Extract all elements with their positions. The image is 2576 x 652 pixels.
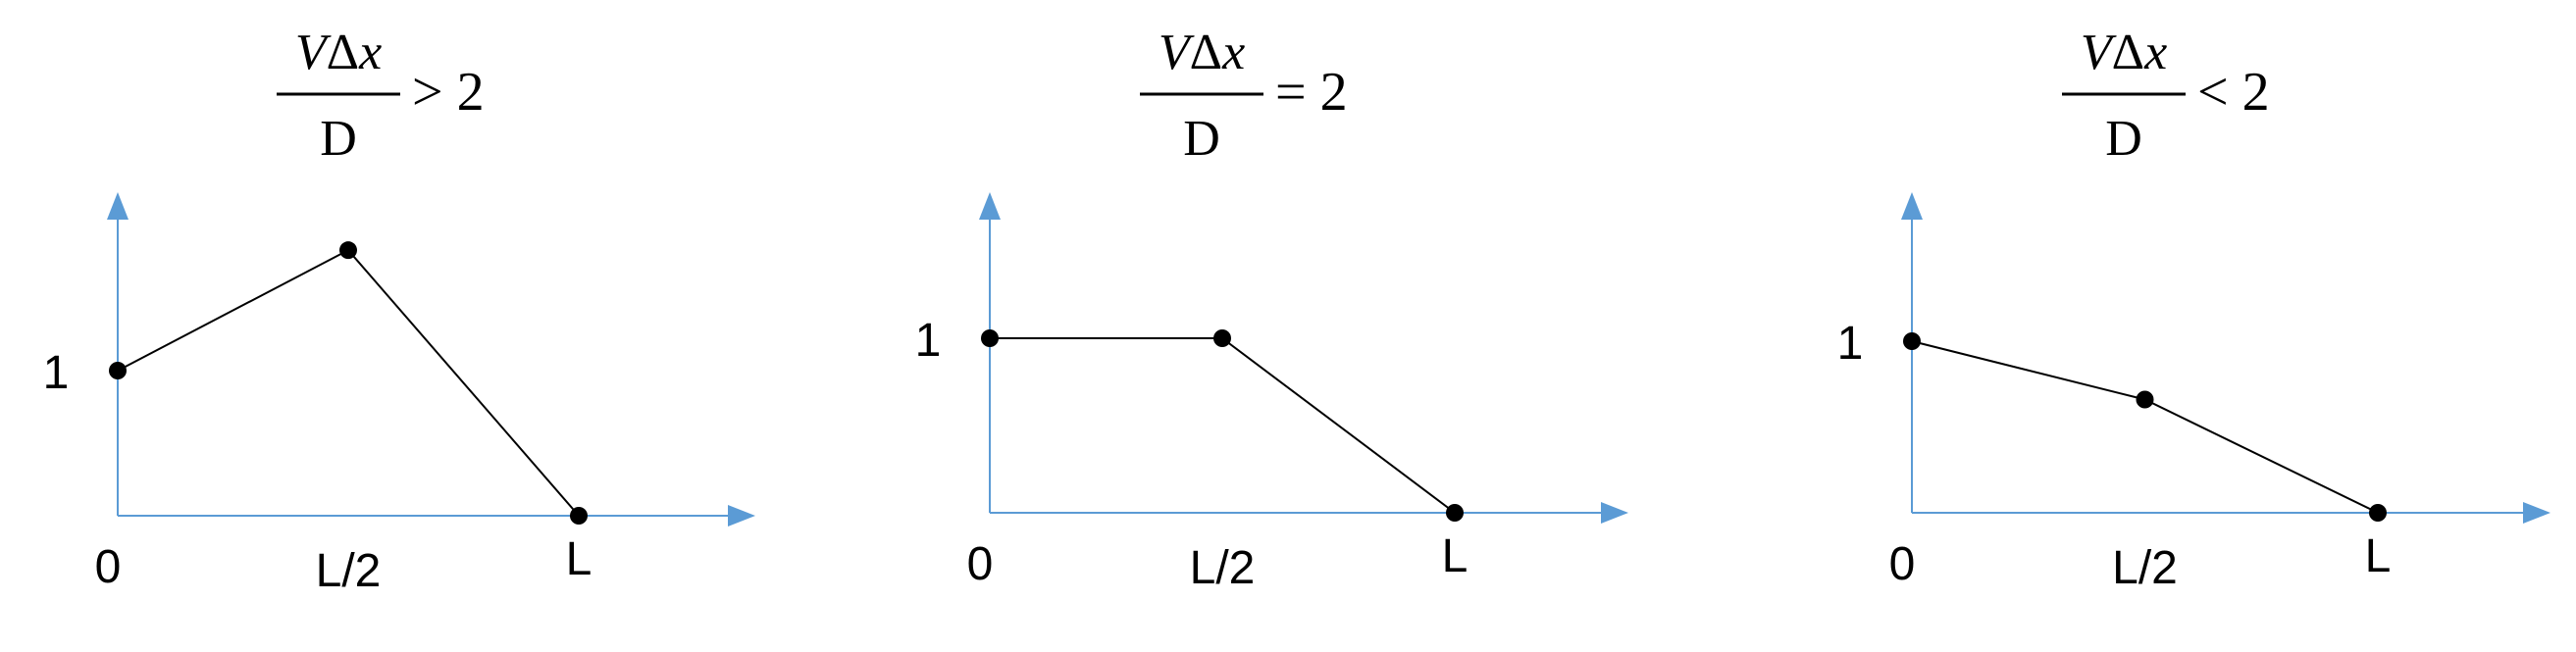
y-tick-label-one: 1: [43, 347, 70, 399]
data-point-1: [109, 362, 127, 379]
x-tick-label-end: L: [566, 533, 592, 585]
profile-line: [1911, 340, 2379, 514]
data-point-2: [1213, 329, 1231, 347]
y-tick-label-one: 1: [1837, 318, 1864, 370]
y-tick-label-one: 1: [915, 315, 942, 367]
data-point-3: [570, 507, 588, 525]
x-axis-arrowhead: [728, 505, 755, 527]
data-point-1: [981, 329, 999, 347]
y-axis-arrowhead: [107, 192, 129, 220]
x-tick-label-end: L: [2365, 530, 2392, 582]
y-axis-arrowhead: [1901, 192, 1923, 220]
formula-numerator: VΔx: [2081, 25, 2167, 80]
x-tick-label-origin: 0: [95, 541, 122, 593]
formula-velocity-symbol: V: [2081, 25, 2117, 80]
data-point-1: [1903, 332, 1921, 350]
x-axis-arrowhead: [1601, 502, 1628, 524]
x-axis-arrowhead: [2523, 502, 2550, 524]
profile-line: [117, 248, 580, 517]
y-axis-arrowhead: [979, 192, 1001, 220]
formula-relation: > 2: [412, 62, 485, 123]
formula-numerator: VΔx: [295, 25, 382, 80]
x-tick-label-half: L/2: [316, 545, 382, 597]
formula-delta-symbol: Δ: [1190, 25, 1222, 80]
formula-denominator: D: [2105, 111, 2142, 167]
data-point-2: [2136, 390, 2154, 409]
x-tick-label-origin: 0: [1889, 538, 1916, 590]
x-tick-label-end: L: [1442, 530, 1468, 582]
data-point-3: [1446, 504, 1464, 522]
formula-denominator: D: [1183, 111, 1220, 167]
profile-line: [990, 337, 1456, 514]
formula-denominator: D: [320, 111, 357, 167]
formula-x-symbol: x: [358, 25, 382, 80]
formula-delta-symbol: Δ: [327, 25, 359, 80]
formula-relation: = 2: [1275, 62, 1348, 123]
data-point-3: [2369, 504, 2387, 522]
x-tick-label-half: L/2: [2112, 542, 2178, 594]
data-point-2: [339, 241, 357, 260]
formula-delta-symbol: Δ: [2112, 25, 2144, 80]
formula-x-symbol: x: [1221, 25, 1245, 80]
formula-x-symbol: x: [2143, 25, 2167, 80]
formula-velocity-symbol: V: [1159, 25, 1195, 80]
formula-relation: < 2: [2197, 62, 2270, 123]
x-tick-label-origin: 0: [967, 538, 994, 590]
formula-numerator: VΔx: [1159, 25, 1245, 80]
formula-velocity-symbol: V: [295, 25, 332, 80]
x-tick-label-half: L/2: [1190, 542, 1256, 594]
